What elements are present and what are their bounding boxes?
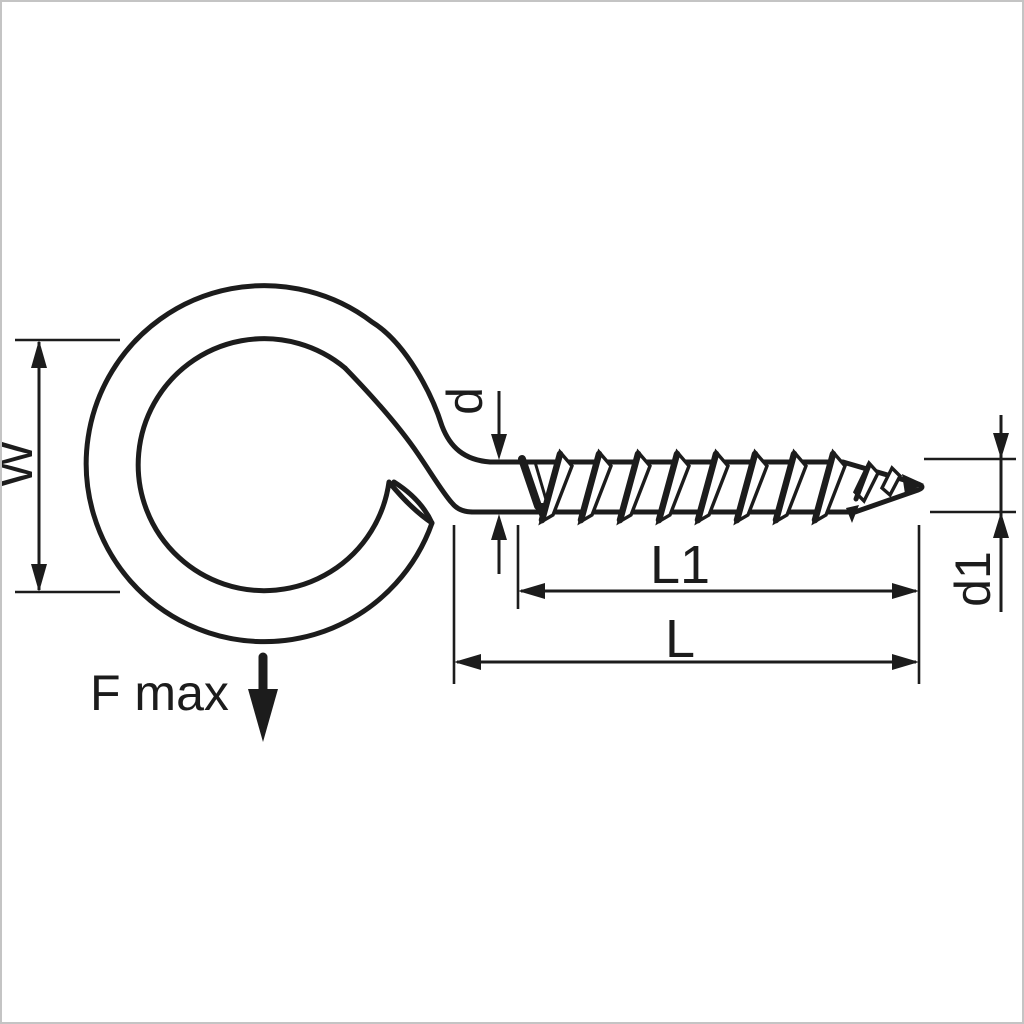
label-w: W [2, 440, 43, 488]
thread-unit [655, 448, 691, 526]
thread-unit [616, 448, 652, 526]
label-f-max: F max [90, 665, 229, 721]
label-d: d [437, 387, 493, 415]
l1-dimension: L1 [516, 525, 919, 609]
thread-unit [733, 448, 769, 526]
l-dimension: L [452, 525, 921, 684]
thread-unit-cone [879, 465, 903, 498]
w-arrow-down-icon [31, 564, 47, 592]
f-max-annotation: F max [90, 652, 278, 742]
d1-arrow-down-icon [993, 433, 1009, 459]
l-arrow-left-icon [454, 654, 481, 670]
eye-to-shank-curve [342, 365, 526, 515]
thread-unit [538, 448, 574, 526]
thread-unit [694, 448, 730, 526]
tip-last-thread [902, 474, 924, 494]
d-dimension: d [437, 387, 507, 574]
thread-unit-cone [852, 459, 881, 504]
thread-crests [518, 448, 924, 526]
d-arrow-up-icon [491, 514, 507, 540]
eye-outer-outline [83, 283, 526, 645]
thread-start-edge [518, 455, 542, 510]
d1-dimension: d1 [924, 415, 1016, 612]
thread-unit [772, 448, 808, 526]
eye-inner-outline [135, 336, 435, 594]
thread-unit [577, 448, 613, 526]
d-arrow-down-icon [491, 434, 507, 460]
d1-arrow-up-icon [993, 512, 1009, 538]
f-max-arrow-down-icon [248, 689, 278, 742]
label-l: L [665, 609, 695, 669]
label-d1: d1 [945, 551, 1001, 607]
eye-ring [83, 283, 526, 645]
l-arrow-right-icon [892, 654, 919, 670]
thread-tip-point [846, 505, 859, 523]
l1-arrow-left-icon [518, 583, 545, 599]
label-l1: L1 [650, 535, 710, 595]
thread-unit [811, 448, 847, 526]
w-arrow-up-icon [31, 340, 47, 368]
l1-arrow-right-icon [892, 583, 919, 599]
thread-start-edge-thin [533, 460, 549, 505]
w-dimension: W [2, 338, 120, 594]
